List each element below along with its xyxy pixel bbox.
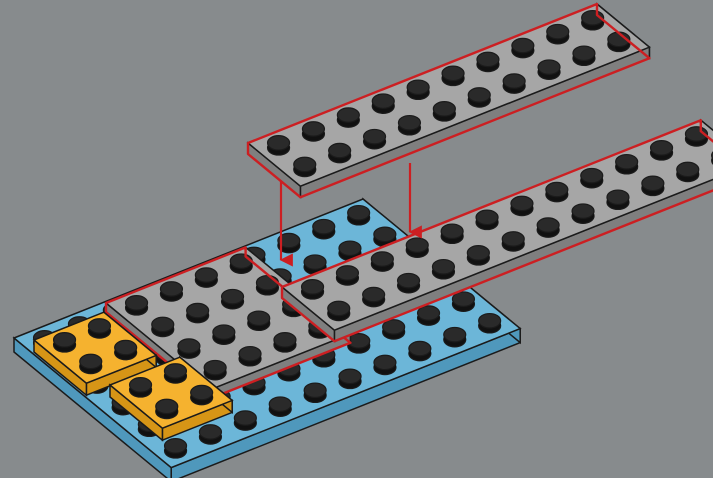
stud (80, 354, 102, 373)
stud (372, 94, 394, 113)
stud (418, 306, 440, 325)
stud (328, 301, 350, 320)
stud (607, 190, 629, 209)
stud (337, 108, 359, 127)
stud (152, 317, 174, 336)
stud (685, 127, 707, 146)
stud (476, 210, 498, 229)
stud (160, 282, 182, 301)
stud (582, 11, 604, 30)
stud (547, 24, 569, 43)
stud (452, 292, 474, 311)
stud (213, 325, 235, 344)
stud (467, 246, 489, 265)
stud (156, 399, 178, 418)
stud (130, 378, 152, 397)
stud (54, 333, 76, 352)
stud (407, 80, 429, 99)
stud (256, 276, 278, 295)
stud (313, 219, 335, 238)
stud (178, 339, 200, 358)
stud (239, 347, 261, 366)
stud (248, 311, 270, 330)
stud (234, 411, 256, 430)
stud (88, 319, 110, 338)
stud (442, 66, 464, 85)
stud (477, 52, 499, 71)
stud (651, 141, 673, 160)
stud (444, 327, 466, 346)
stud (512, 38, 534, 57)
stud (336, 266, 358, 285)
stud (642, 176, 664, 195)
stud (329, 143, 351, 162)
stud (432, 260, 454, 279)
stud (195, 268, 217, 287)
stud (294, 157, 316, 176)
stud (164, 364, 186, 383)
stud (187, 303, 209, 322)
stud (616, 155, 638, 174)
stud (572, 204, 594, 223)
stud (115, 340, 137, 359)
stud (204, 360, 226, 379)
stud (503, 74, 525, 93)
stud (364, 129, 386, 148)
stud (126, 296, 148, 315)
stud (409, 341, 431, 360)
stud (304, 383, 326, 402)
stud (348, 206, 370, 225)
stud (546, 182, 568, 201)
stud (302, 122, 324, 141)
stud (441, 224, 463, 243)
stud (302, 280, 324, 299)
stud (230, 254, 252, 273)
stud (608, 32, 630, 51)
stud (677, 162, 699, 181)
stud (433, 102, 455, 121)
stud (268, 136, 290, 155)
stud (573, 46, 595, 65)
stud (339, 369, 361, 388)
stud (468, 88, 490, 107)
stud (363, 287, 385, 306)
stud (165, 439, 187, 458)
stud (371, 252, 393, 271)
stud (191, 385, 213, 404)
stud (537, 218, 559, 237)
stud (406, 238, 428, 257)
stud (511, 196, 533, 215)
stud (222, 289, 244, 308)
stud (199, 425, 221, 444)
stud (502, 232, 524, 251)
stud (269, 397, 291, 416)
stud (479, 314, 501, 333)
stud (398, 116, 420, 135)
stud (538, 60, 560, 79)
stud (398, 273, 420, 292)
stud (374, 355, 396, 374)
stud (274, 333, 296, 352)
stud (581, 168, 603, 187)
stud (383, 320, 405, 339)
